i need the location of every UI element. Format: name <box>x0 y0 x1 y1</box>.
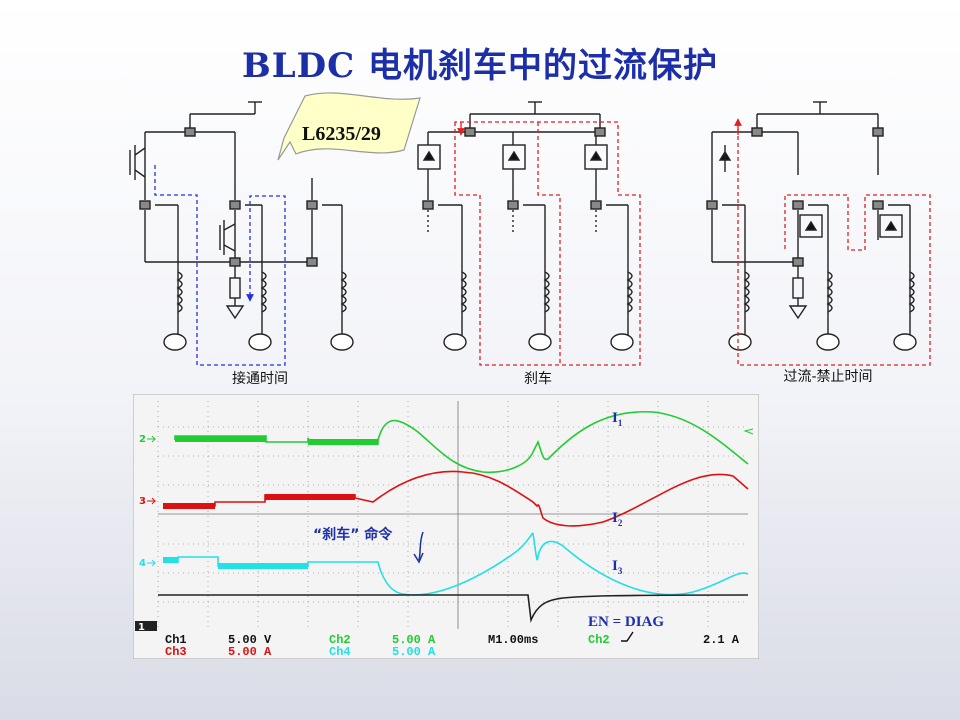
oscilloscope-screen: 2 3 4 1 I1 I2 I3 EN = DIAG “刹车” 命令 Ch1 5… <box>133 394 759 659</box>
trigger-slope-icon <box>621 631 634 642</box>
label-brake-command: “刹车” 命令 <box>313 526 393 543</box>
status-trigger-channel: Ch2 <box>588 633 610 647</box>
marker-ch4: 4 <box>139 558 146 569</box>
circuit-diagrams: L6235/29 <box>129 92 931 387</box>
circuit-on-time <box>129 101 354 366</box>
page-title: BLDC 电机刹车中的过流保护 <box>0 38 960 87</box>
caption-overcurrent: 过流-禁止时间 <box>783 369 872 385</box>
status-trigger-level: 2.1 A <box>703 633 740 647</box>
status-ch3: Ch3 <box>165 645 187 659</box>
marker-ch1: 1 <box>138 622 145 633</box>
trace-ch1 <box>158 594 749 624</box>
title-main: 电机刹车中的过流保护 <box>368 46 719 86</box>
status-ch2-value: 5.00 A <box>392 633 436 647</box>
status-ch3-value: 5.00 A <box>228 645 272 659</box>
label-i1: I1 <box>612 410 623 428</box>
trace-ch2-burst-2 <box>308 439 378 445</box>
circuit-overcurrent-disable <box>706 101 931 366</box>
trace-ch3-burst-2 <box>265 494 355 500</box>
status-ch2: Ch2 <box>329 633 351 647</box>
trace-ch3 <box>163 470 749 527</box>
status-ch1-value: 5.00 V <box>228 633 272 647</box>
trigger-level-marker <box>743 428 754 435</box>
command-arrow-icon <box>413 552 424 564</box>
chip-callout: L6235/29 <box>277 92 421 161</box>
trace-ch3-burst-1 <box>163 503 215 509</box>
scope-status-bar: Ch1 5.00 V Ch3 5.00 A Ch2 5.00 A Ch4 5.0… <box>165 631 740 659</box>
channel-markers: 2 3 4 1 <box>135 434 157 633</box>
marker-ch2: 2 <box>139 434 146 445</box>
status-ch1: Ch1 <box>165 633 187 647</box>
trace-ch4 <box>163 532 749 596</box>
status-timebase: M1.00ms <box>488 633 538 647</box>
label-i3: I3 <box>612 558 623 576</box>
label-i2: I2 <box>612 510 623 528</box>
trace-ch4-burst-1 <box>163 557 178 563</box>
label-en-diag: EN = DIAG <box>588 614 664 630</box>
scope-grid <box>157 401 748 629</box>
trace-ch2 <box>174 411 749 474</box>
title-prefix: BLDC <box>241 46 356 86</box>
caption-brake: 刹车 <box>524 370 552 387</box>
trace-ch4-burst-2 <box>218 563 308 569</box>
circuit-brake <box>417 101 641 366</box>
chip-label: L6235/29 <box>302 123 381 145</box>
status-ch4-value: 5.00 A <box>392 645 436 659</box>
caption-on-time: 接通时间 <box>232 370 288 387</box>
status-ch4: Ch4 <box>329 645 351 659</box>
trace-ch2-burst-1 <box>175 436 266 442</box>
marker-ch3: 3 <box>139 496 146 507</box>
